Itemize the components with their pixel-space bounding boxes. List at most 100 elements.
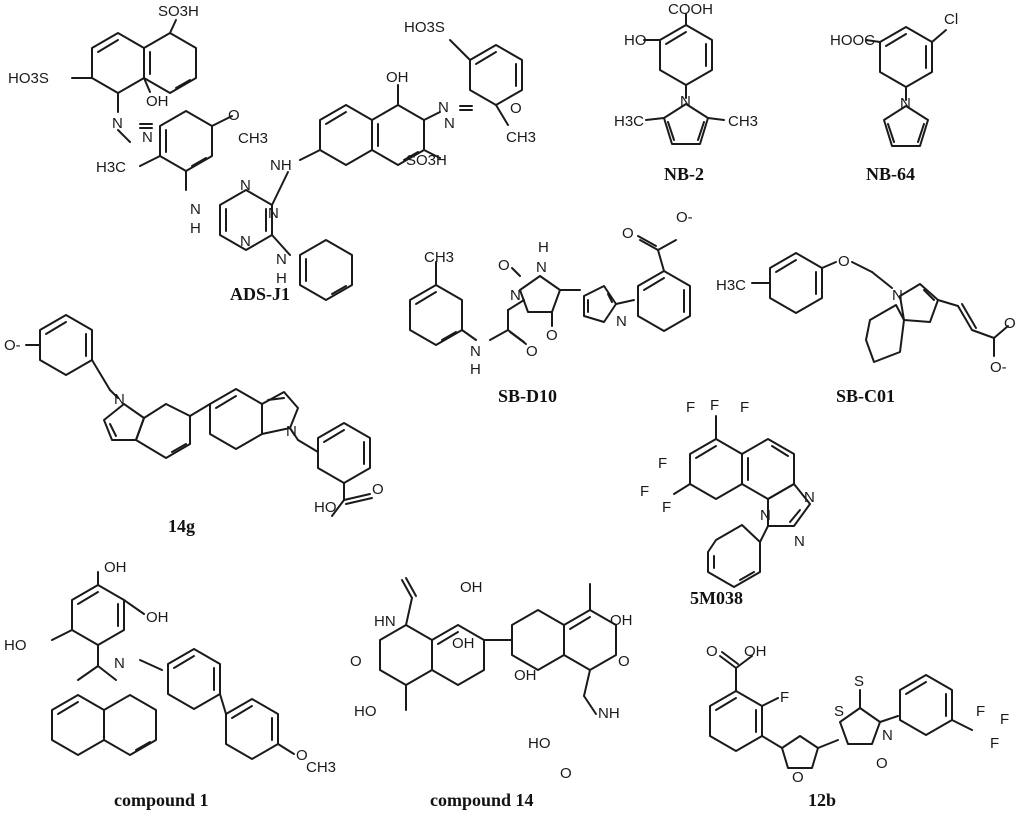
ads-ho3s-top-right: HO3S	[404, 19, 445, 36]
sbd10-n-pyrrole: N	[616, 313, 627, 330]
sbd10-n-amide: N	[470, 343, 481, 360]
nb2-ho: HO	[624, 32, 647, 49]
sbd10-o-top: O	[498, 257, 510, 274]
ads-n-azo-2: N	[142, 129, 153, 146]
sbd10-o-amide: O	[526, 343, 538, 360]
c12b-f3: F	[990, 735, 999, 752]
m5038-f2: F	[686, 399, 695, 416]
c12b-f: F	[780, 689, 789, 706]
structure-nb-64: HOOC Cl N NB-64	[830, 11, 958, 184]
c14-o-left: O	[350, 653, 362, 670]
ads-ome2-ch3: CH3	[506, 129, 536, 146]
structure-ads-j1: SO3H HO3S OH N N H3C O CH3 N H N N N NH …	[8, 3, 536, 304]
ads-triazine-n1: N	[240, 177, 251, 194]
c12b-f1: F	[976, 703, 985, 720]
ads-ome2-o: O	[510, 100, 522, 117]
ads-ho3s-left: HO3S	[8, 70, 49, 87]
ads-n-azo-1: N	[112, 115, 123, 132]
structure-compound-14: OH HN OH OH O HO O OH NH HO O compound 1…	[350, 577, 633, 810]
sbd10-o-bottom: O	[546, 327, 558, 344]
caption-compound-14: compound 14	[430, 790, 534, 810]
sbc01-o-ether: O	[838, 253, 850, 270]
sbc01-n: N	[892, 287, 903, 304]
c14-ho-left: HO	[354, 703, 377, 720]
ads-nh-mid: NH	[270, 157, 292, 174]
sbd10-ch3: CH3	[424, 249, 454, 266]
caption-5m038: 5M038	[690, 588, 743, 608]
c14-hn: HN	[374, 613, 396, 630]
ads-ome-o: O	[228, 107, 240, 124]
c1-ho-left: HO	[4, 637, 27, 654]
c12b-o: O	[706, 643, 718, 660]
caption-12b: 12b	[808, 790, 836, 810]
c14g-o: O	[372, 481, 384, 498]
sbc01-o: O	[1004, 315, 1016, 332]
c1-o: O	[296, 747, 308, 764]
structure-5m038: F F F F F F N N N 5M038	[640, 397, 815, 608]
caption-14g: 14g	[168, 516, 195, 536]
ads-triazine-n3: N	[240, 233, 251, 250]
ads-oh-left: OH	[146, 93, 169, 110]
sbd10-o-carbox: O	[622, 225, 634, 242]
c12b-n: N	[882, 727, 893, 744]
m5038-f3: F	[740, 399, 749, 416]
sbc01-h3c: H3C	[716, 277, 746, 294]
nb64-cl: Cl	[944, 11, 958, 28]
ads-h-left: H	[190, 220, 201, 237]
c12b-s-ring: S	[834, 703, 844, 720]
nb2-h3c: H3C	[614, 113, 644, 130]
m5038-f4: F	[658, 455, 667, 472]
structure-compound-1: OH OH HO N O CH3 compound 1	[4, 559, 336, 810]
structure-nb-2: COOH HO N H3C CH3 NB-2	[614, 1, 758, 184]
ads-ome-ch3: CH3	[238, 130, 268, 147]
ads-so3h-top: SO3H	[158, 3, 199, 20]
c14g-ho: HO	[314, 499, 337, 516]
c12b-oh: OH	[744, 643, 767, 660]
caption-compound-1: compound 1	[114, 790, 209, 810]
c14-oh-3: OH	[514, 667, 537, 684]
sbd10-h-amide: H	[470, 361, 481, 378]
m5038-f1: F	[710, 397, 719, 414]
ads-oh-right: OH	[386, 69, 409, 86]
nb2-ch3: CH3	[728, 113, 758, 130]
ads-triazine-n2: N	[268, 205, 279, 222]
sbd10-n-ring: N	[510, 287, 521, 304]
ads-h3c: H3C	[96, 159, 126, 176]
c1-oh-right: OH	[146, 609, 169, 626]
nb64-hooc: HOOC	[830, 32, 875, 49]
ads-nh-bottom: N	[276, 251, 287, 268]
c14-ho-right: HO	[528, 735, 551, 752]
m5038-f6: F	[662, 499, 671, 516]
c1-oh-top: OH	[104, 559, 127, 576]
c14g-n-right: N	[286, 423, 297, 440]
caption-nb-2: NB-2	[664, 164, 704, 184]
caption-sb-c01: SB-C01	[836, 386, 895, 406]
m5038-n1: N	[760, 507, 771, 524]
sbc01-ominus: O-	[990, 359, 1007, 376]
sbd10-h-top: H	[538, 239, 549, 256]
c14-nh: NH	[598, 705, 620, 722]
m5038-n2: N	[804, 489, 815, 506]
c14-o-right: O	[618, 653, 630, 670]
m5038-f5: F	[640, 483, 649, 500]
c12b-f2: F	[1000, 711, 1009, 728]
caption-sb-d10: SB-D10	[498, 386, 557, 406]
c12b-s-thione: S	[854, 673, 864, 690]
c14-oh-top: OH	[460, 579, 483, 596]
structure-12b: O OH F O S S N O F F F 12b	[706, 643, 1009, 810]
c14-oh-2: OH	[610, 612, 633, 629]
sbd10-nh-top: N	[536, 259, 547, 276]
nb2-n: N	[680, 93, 691, 110]
caption-nb-64: NB-64	[866, 164, 915, 184]
ads-nh-left: N	[190, 201, 201, 218]
caption-ads-j1: ADS-J1	[230, 284, 290, 304]
nb2-cooh: COOH	[668, 1, 713, 18]
c1-ch3: CH3	[306, 759, 336, 776]
ads-n-azo-3: N	[438, 99, 449, 116]
c12b-o-furan: O	[792, 769, 804, 786]
c14-oh-1: OH	[452, 635, 475, 652]
m5038-n3: N	[794, 533, 805, 550]
structure-14g: O- N N O HO 14g	[4, 314, 384, 536]
sbd10-ominus: O-	[676, 209, 693, 226]
